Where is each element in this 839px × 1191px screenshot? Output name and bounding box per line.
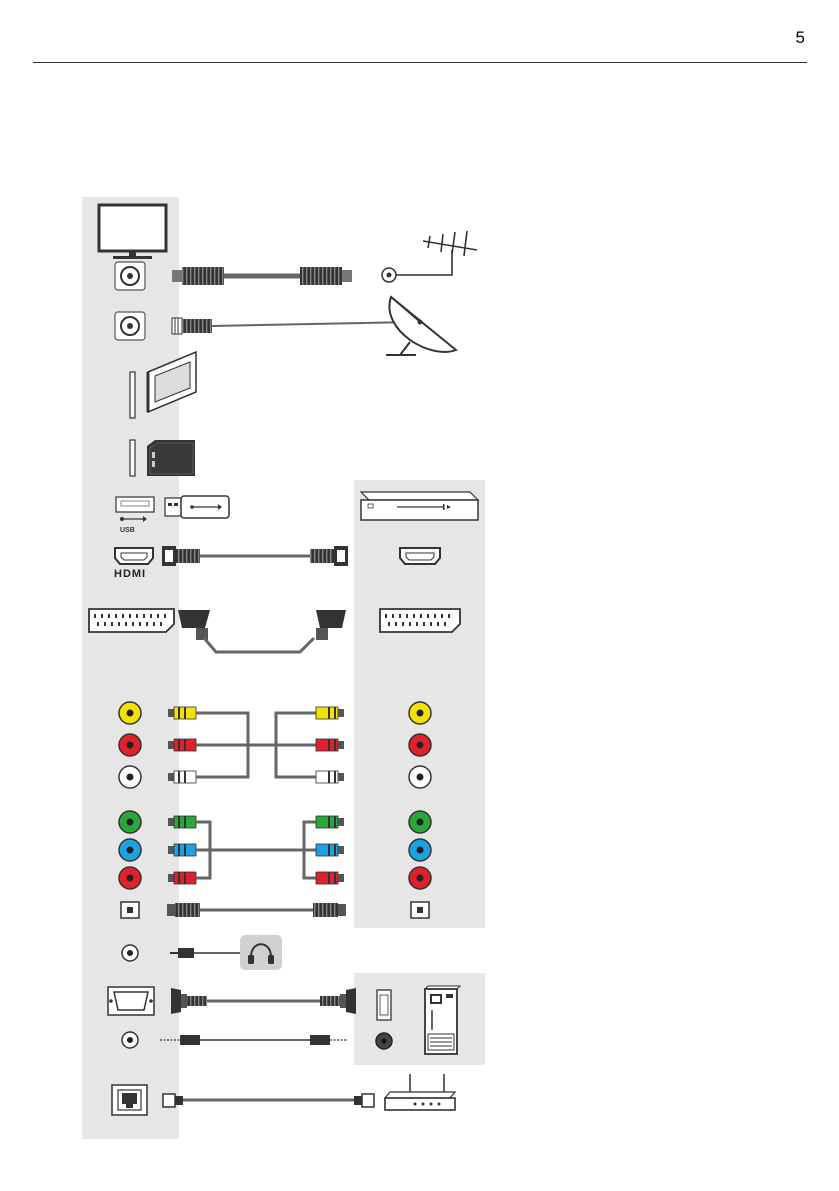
headphone-cable <box>170 948 240 958</box>
usb-logo-text: USB <box>120 527 135 534</box>
sd-slot <box>130 440 135 476</box>
component-cable <box>168 816 344 884</box>
dvd-player-icon <box>361 492 478 520</box>
antenna-input-jack <box>115 262 145 290</box>
pc-tower-icon <box>425 986 460 1054</box>
antenna-icon <box>396 231 477 275</box>
scart-port-dvd <box>380 609 460 632</box>
lan-cable <box>163 1094 374 1107</box>
satellite-dish-icon <box>386 297 456 355</box>
hdmi-port-dvd <box>400 548 440 564</box>
component-jacks-tv <box>119 811 141 889</box>
pc-audio-port <box>376 1033 392 1049</box>
sd-card-icon <box>147 440 195 476</box>
optical-port-dvd <box>411 902 429 918</box>
ci-slot <box>130 372 135 418</box>
headphone-jack <box>122 945 138 961</box>
lan-port-tv <box>112 1085 147 1115</box>
av-jacks-tv <box>119 702 141 788</box>
scart-port-tv <box>89 609 174 632</box>
av-cable <box>168 707 344 783</box>
headphones-icon <box>240 935 282 970</box>
optical-port-tv <box>121 902 139 918</box>
component-jacks-dvd <box>409 811 431 889</box>
antenna-wall-socket <box>382 268 396 282</box>
satellite-cable <box>172 318 415 334</box>
av-jacks-dvd <box>409 702 431 788</box>
pc-audio-jack-tv <box>122 1032 138 1048</box>
vga-port-tv <box>108 987 154 1015</box>
pc-audio-cable <box>160 1035 348 1045</box>
hdmi-cable <box>162 546 348 566</box>
antenna-cable <box>172 267 352 285</box>
satellite-input-jack <box>115 312 145 340</box>
optical-cable <box>167 903 346 917</box>
hdmi-logo: HDMI <box>114 568 146 580</box>
pc-panel <box>354 973 485 1065</box>
router-icon <box>385 1074 455 1110</box>
usb-stick-icon <box>165 496 229 518</box>
hdmi-port-tv <box>115 548 153 564</box>
pc-vga-port <box>377 990 391 1020</box>
vga-cable <box>171 988 356 1014</box>
tv-icon <box>99 205 166 259</box>
usb-port <box>116 497 154 512</box>
scart-cable <box>178 610 346 652</box>
